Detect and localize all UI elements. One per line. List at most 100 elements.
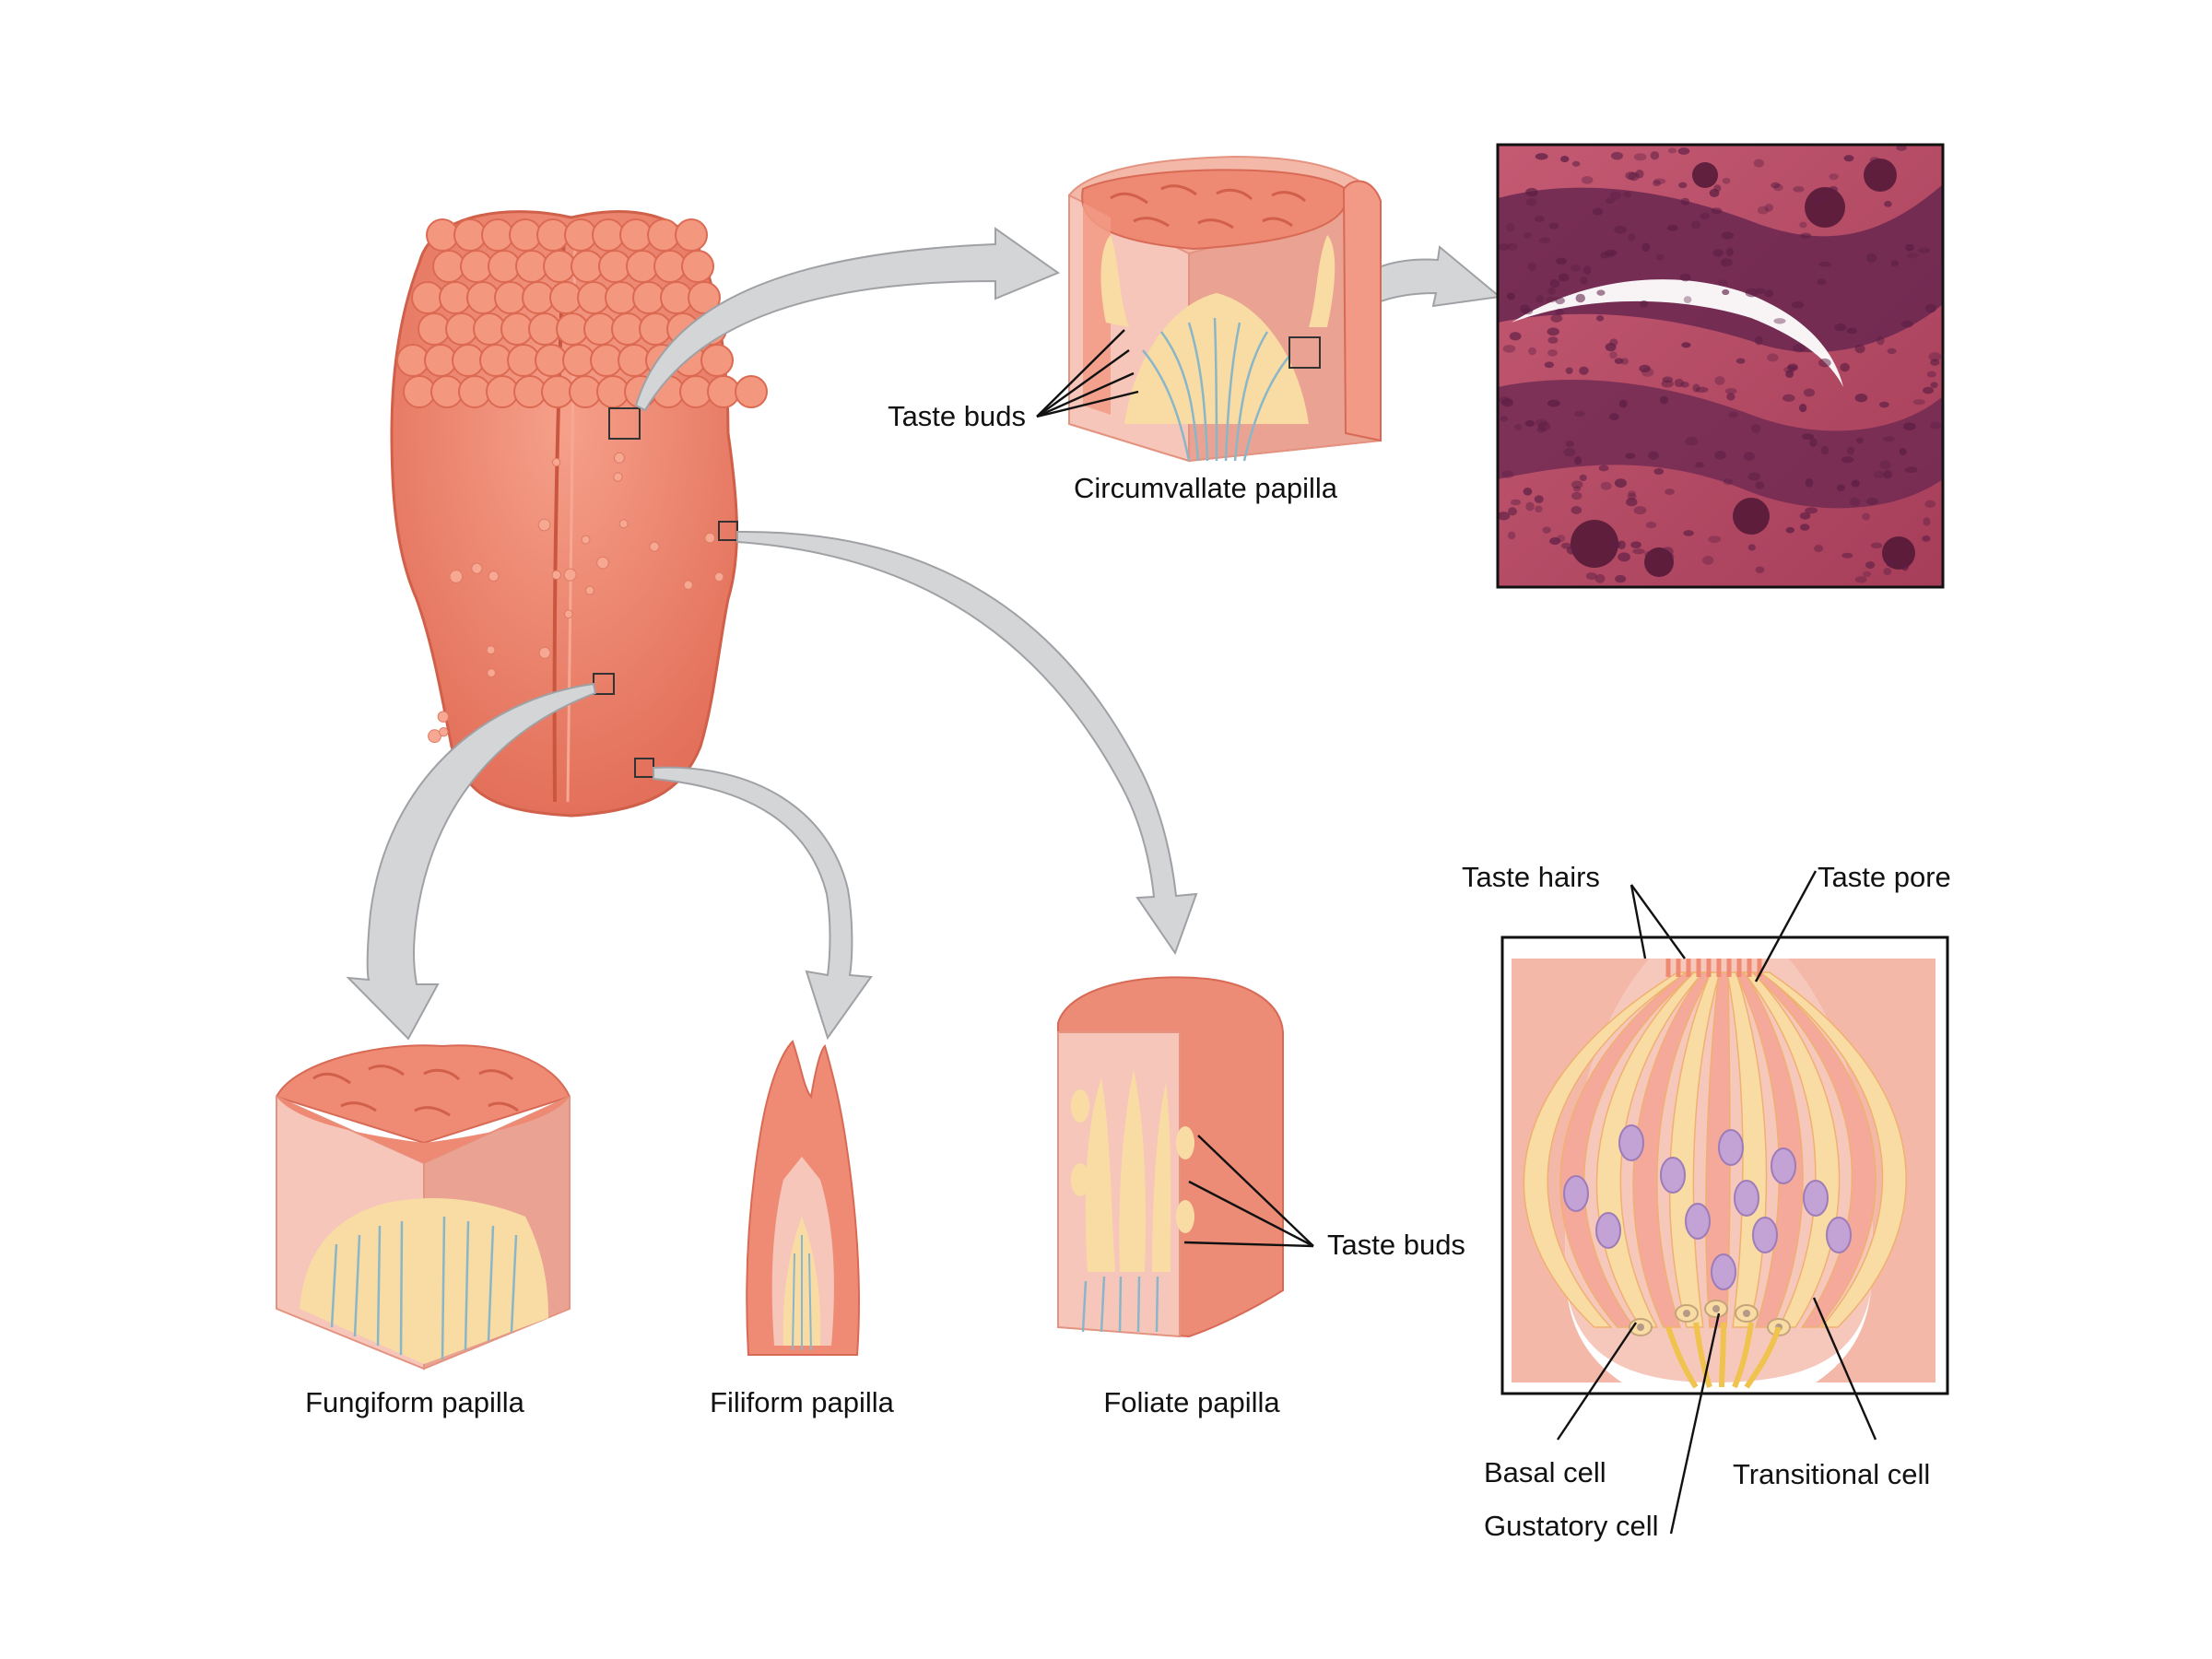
nucleus bbox=[1681, 342, 1691, 348]
nucleus bbox=[1834, 324, 1847, 332]
nucleus bbox=[1626, 498, 1638, 507]
taste-bud-detail bbox=[1500, 935, 1949, 1395]
nucleus bbox=[1899, 448, 1907, 456]
papilla-bump bbox=[460, 250, 493, 283]
nucleus bbox=[1695, 462, 1704, 468]
papilla-bump bbox=[679, 375, 712, 408]
nucleus bbox=[1502, 345, 1516, 353]
nucleus bbox=[1535, 418, 1548, 427]
nucleus bbox=[1525, 501, 1535, 512]
papilla-bump bbox=[735, 375, 768, 408]
nucleus bbox=[1527, 262, 1536, 272]
nucleus bbox=[1510, 499, 1522, 506]
papilla-dot bbox=[538, 646, 551, 659]
nucleus bbox=[1666, 224, 1678, 231]
nucleus bbox=[1667, 147, 1677, 154]
papilla-dot bbox=[649, 541, 660, 552]
nucleus bbox=[1722, 288, 1730, 296]
papilla-dot bbox=[487, 668, 497, 677]
nucleus bbox=[1571, 265, 1581, 272]
papilla-bump bbox=[549, 281, 582, 314]
papilla-bump bbox=[700, 344, 734, 377]
nucleus bbox=[1869, 157, 1880, 164]
micrograph-nuclei bbox=[1498, 145, 1942, 583]
nucleus bbox=[1718, 279, 1728, 287]
nucleus bbox=[1653, 180, 1661, 187]
papilla-bump bbox=[458, 375, 491, 408]
nucleus bbox=[1929, 421, 1942, 429]
supporting-cell bbox=[1758, 971, 1907, 1328]
nucleus bbox=[1728, 411, 1738, 418]
nucleus bbox=[1928, 352, 1942, 361]
nucleus bbox=[1771, 182, 1781, 189]
papilla-bump bbox=[675, 218, 708, 252]
nucleus bbox=[1615, 574, 1627, 583]
nucleus bbox=[1542, 526, 1551, 534]
nucleus bbox=[1534, 215, 1545, 222]
nucleus bbox=[1547, 349, 1558, 357]
arrow-to-circumvallate bbox=[634, 227, 1061, 412]
papilla-dot bbox=[714, 571, 724, 582]
nucleus bbox=[1851, 479, 1860, 488]
nucleus bbox=[1580, 276, 1588, 285]
nucleus bbox=[1814, 545, 1824, 553]
nucleus bbox=[1799, 404, 1807, 413]
circumvallate-nerves bbox=[1142, 317, 1291, 462]
label-basal-cell: Basal cell bbox=[1484, 1456, 1606, 1488]
papilla-bump bbox=[486, 375, 519, 408]
nucleus bbox=[1610, 151, 1623, 160]
nucleus bbox=[1523, 308, 1534, 315]
nucleus bbox=[1840, 362, 1850, 372]
papilla-bump bbox=[556, 312, 589, 346]
papilla-bump bbox=[507, 344, 540, 377]
nucleus bbox=[1525, 198, 1537, 206]
pointer-lines bbox=[1036, 329, 1877, 1535]
nucleus bbox=[1523, 487, 1533, 496]
nucleus bbox=[1609, 191, 1622, 200]
nucleus bbox=[1865, 253, 1877, 263]
nucleus bbox=[1579, 366, 1589, 375]
papilla-bump bbox=[653, 250, 687, 283]
papilla-bump bbox=[618, 344, 651, 377]
nucleus bbox=[1906, 253, 1919, 259]
papilla-dot bbox=[449, 570, 464, 583]
papilla-bump bbox=[598, 250, 631, 283]
papilla-dot bbox=[563, 568, 577, 582]
nucleus bbox=[1560, 156, 1570, 163]
papilla-dot bbox=[613, 452, 625, 464]
nucleus bbox=[1836, 484, 1845, 491]
nucleus bbox=[1680, 197, 1690, 206]
nucleus bbox=[1783, 394, 1795, 402]
nucleus bbox=[1623, 191, 1632, 198]
nucleus bbox=[1829, 185, 1839, 194]
nucleus bbox=[1572, 486, 1582, 492]
nucleus bbox=[1930, 359, 1940, 366]
nucleus bbox=[1787, 364, 1798, 371]
nucleus bbox=[1711, 207, 1723, 215]
cell-nucleus bbox=[1563, 1175, 1589, 1212]
nucleus bbox=[1690, 220, 1701, 229]
nucleus bbox=[1581, 175, 1594, 184]
nucleus bbox=[1755, 566, 1765, 573]
nucleus bbox=[1501, 397, 1513, 407]
nucleus bbox=[1818, 261, 1832, 267]
basal-cell-nucleus bbox=[1637, 1324, 1644, 1331]
nucleus bbox=[1665, 488, 1675, 496]
papilla-bump bbox=[583, 312, 617, 346]
papilla-bump bbox=[411, 281, 444, 314]
nucleus bbox=[1887, 347, 1897, 355]
nucleus bbox=[1547, 327, 1559, 336]
arrow-to-fungiform bbox=[346, 682, 597, 1041]
papilla-bump bbox=[681, 250, 714, 283]
nucleus bbox=[1755, 481, 1765, 489]
nucleus bbox=[1523, 231, 1532, 239]
nucleus bbox=[1930, 382, 1938, 389]
nucleus bbox=[1854, 394, 1868, 403]
nucleus bbox=[1544, 361, 1555, 369]
nucleus bbox=[1508, 507, 1517, 516]
nucleus bbox=[1813, 195, 1824, 204]
nucleus bbox=[1712, 248, 1724, 257]
papilla-dot bbox=[537, 518, 551, 532]
basal-cell-nucleus bbox=[1743, 1310, 1750, 1317]
nucleus bbox=[1575, 293, 1585, 303]
